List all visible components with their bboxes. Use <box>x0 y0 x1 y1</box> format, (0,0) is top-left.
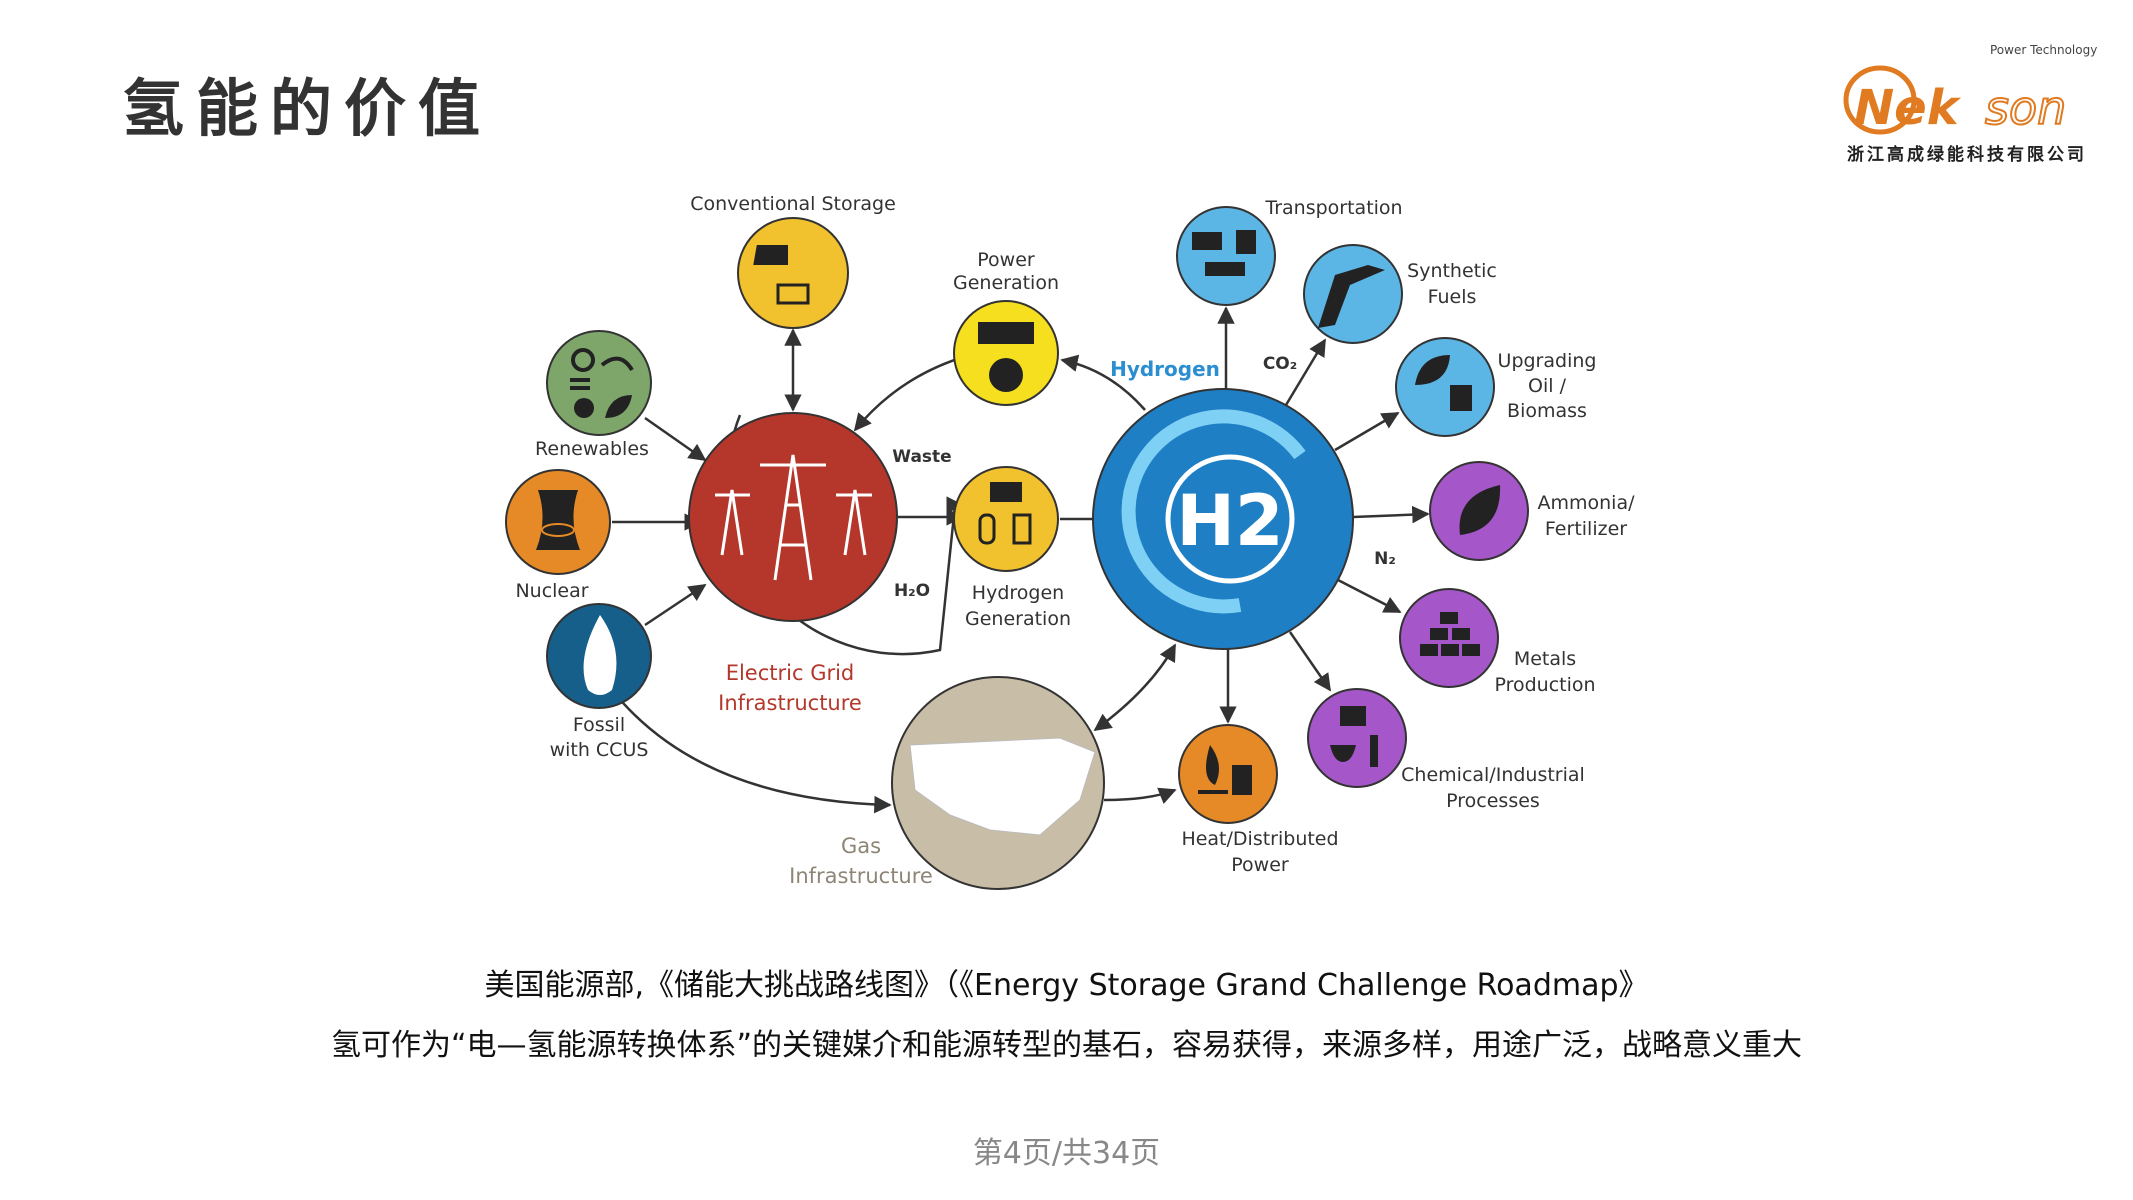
company-logo: Nek son Power Technology <box>1843 43 2097 136</box>
renewables-label: Renewables <box>535 438 649 460</box>
upgrading-label: Biomass <box>1507 400 1587 422</box>
factory-icon <box>1340 706 1366 726</box>
ammonia-node: Ammonia/ Fertilizer N₂ <box>1374 461 1635 569</box>
conventional-storage-node: Conventional Storage <box>690 193 896 329</box>
us-map-icon <box>909 737 1096 836</box>
test-tube-icon <box>1370 735 1378 767</box>
leaf-icon <box>1459 485 1501 535</box>
co2-label: CO₂ <box>1263 354 1297 374</box>
heat-label: Power <box>1231 854 1289 876</box>
svg-text:Power Technology: Power Technology <box>1990 43 2097 57</box>
barrel-icon <box>1450 385 1472 411</box>
leaf-oil-icon <box>1415 355 1450 385</box>
hydrogen-generation-node: Hydrogen Generation Waste H₂O <box>892 447 1071 630</box>
fossil-node: Fossil with CCUS <box>546 603 652 761</box>
wind-icon <box>570 356 634 390</box>
electrolyzer-icon <box>990 482 1022 502</box>
fuel-cell-icon <box>978 322 1034 344</box>
nuclear-label: Nuclear <box>515 580 588 602</box>
h2o-label: H₂O <box>894 581 930 601</box>
waste-label: Waste <box>892 447 951 467</box>
electric-grid-label: Electric Grid <box>726 661 855 685</box>
leaf-icon <box>605 395 632 418</box>
svg-text:son: son <box>1985 81 2066 135</box>
svg-text:Nek: Nek <box>1854 80 1962 136</box>
page-indicator: 第4页/共34页 <box>972 1136 1161 1171</box>
caption-source: 美国能源部,《储能大挑战路线图》（《Energy Storage Grand C… <box>484 968 1649 1003</box>
power-generation-label: Power <box>977 249 1035 271</box>
synthetic-fuels-node: Synthetic Fuels CO₂ <box>1263 244 1497 374</box>
upgrading-node: Upgrading Oil / Biomass <box>1395 337 1597 437</box>
gas-label: Gas <box>841 834 881 858</box>
fossil-label: Fossil <box>573 714 625 736</box>
hydrogen-generation-label: Hydrogen <box>972 582 1064 604</box>
gas-infrastructure-node: Gas Infrastructure <box>789 676 1105 890</box>
building-icon <box>1232 765 1252 795</box>
electric-grid-node: Electric Grid Infrastructure <box>688 412 898 715</box>
turbine-icon <box>989 358 1023 392</box>
synthetic-fuels-label: Synthetic <box>1407 260 1497 282</box>
transportation-node: Transportation <box>1176 197 1403 306</box>
renewables-node: Renewables <box>535 330 652 460</box>
metal-ingots-icon <box>1420 612 1480 656</box>
chemical-node: Chemical/Industrial Processes <box>1307 688 1585 812</box>
transportation-label: Transportation <box>1264 197 1402 219</box>
cooling-tower-icon <box>536 490 580 550</box>
truck-icon <box>1192 232 1222 250</box>
heat-label: Heat/Distributed <box>1181 828 1338 850</box>
heat-node: Heat/Distributed Power <box>1178 724 1339 876</box>
synthetic-fuels-label: Fuels <box>1428 286 1477 308</box>
page-title: 氢能的价值 <box>122 72 493 145</box>
bus-icon <box>1236 230 1256 254</box>
fossil-label: with CCUS <box>550 739 649 761</box>
upgrading-label: Upgrading <box>1498 350 1597 372</box>
flame-icon <box>583 615 617 695</box>
chemical-label: Chemical/Industrial <box>1401 764 1585 786</box>
company-name: 浙江高成绿能科技有限公司 <box>1847 145 2087 165</box>
nuclear-node: Nuclear <box>505 469 611 602</box>
transmission-tower-icon <box>715 454 872 581</box>
ammonia-label: Fertilizer <box>1545 518 1627 540</box>
metals-node: Metals Production <box>1399 588 1596 696</box>
n2-label: N₂ <box>1374 549 1396 569</box>
gas-label: Infrastructure <box>789 864 933 888</box>
h2-symbol: H2 <box>1176 480 1283 562</box>
power-generation-label: Generation <box>953 272 1059 294</box>
conventional-storage-label: Conventional Storage <box>690 193 896 215</box>
ammonia-label: Ammonia/ <box>1537 492 1635 514</box>
ship-icon <box>1205 262 1245 276</box>
fuel-nozzle-icon <box>1318 265 1385 328</box>
mortar-icon <box>1330 745 1356 762</box>
power-generation-node: Power Generation <box>953 249 1059 406</box>
caption-summary: 氢可作为“电—氢能源转换体系”的关键媒介和能源转型的基石，容易获得，来源多样，用… <box>330 1028 1803 1063</box>
hydrogen-label: Hydrogen <box>1110 357 1220 381</box>
hydrogen-generation-label: Generation <box>965 608 1071 630</box>
flame-icon <box>1206 745 1219 785</box>
electric-grid-label: Infrastructure <box>718 691 862 715</box>
metals-label: Metals <box>1514 648 1576 670</box>
chemical-label: Processes <box>1446 790 1540 812</box>
metals-label: Production <box>1494 674 1595 696</box>
upgrading-label: Oil / <box>1528 375 1567 397</box>
hydrogen-node: H2 Hydrogen <box>1092 357 1354 650</box>
sun-icon <box>571 348 595 372</box>
